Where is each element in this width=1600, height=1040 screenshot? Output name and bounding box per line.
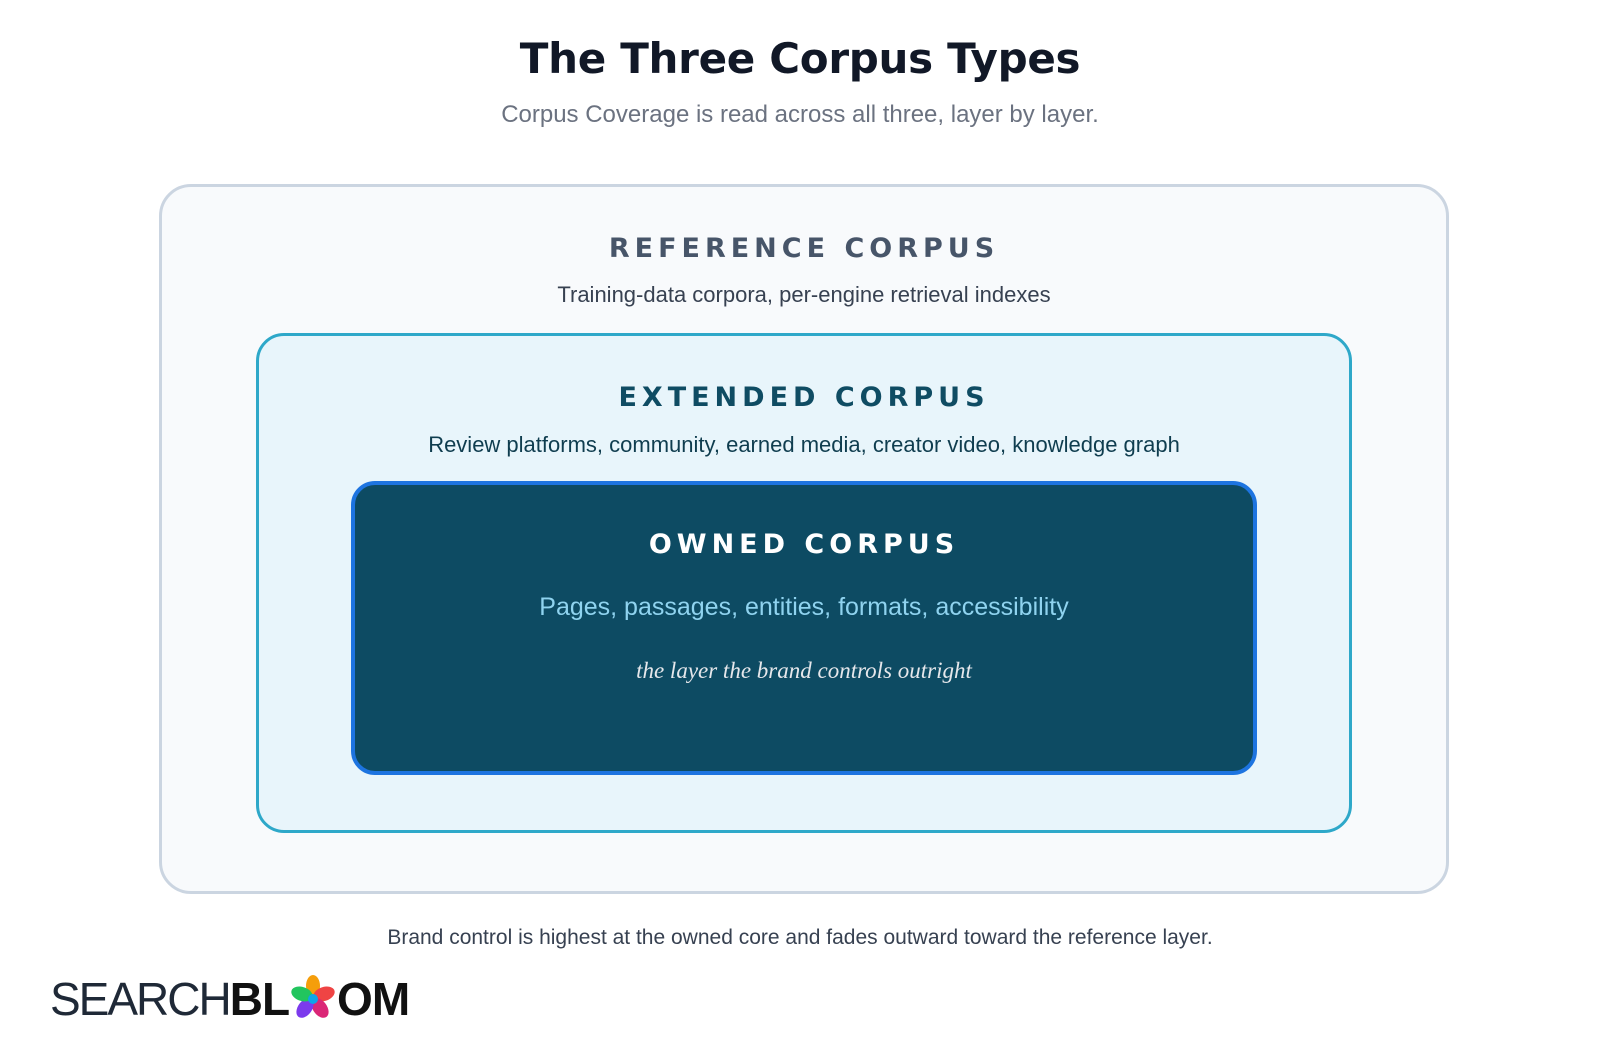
page-subtitle: Corpus Coverage is read across all three…: [501, 101, 1099, 128]
logo-text-om: OM: [337, 973, 410, 1025]
reference-corpus-description: Training-data corpora, per-engine retrie…: [557, 282, 1051, 307]
page-title: The Three Corpus Types: [519, 34, 1081, 83]
searchbloom-logo: SEARCH BL OM: [50, 973, 410, 1025]
logo-text-search: SEARCH: [50, 973, 232, 1025]
extended-corpus-description: Review platforms, community, earned medi…: [428, 432, 1180, 457]
reference-corpus-title: REFERENCE CORPUS: [608, 233, 1000, 264]
extended-corpus-title: EXTENDED CORPUS: [618, 382, 990, 413]
diagram-caption: Brand control is highest at the owned co…: [387, 926, 1213, 949]
owned-corpus-note: the layer the brand controls outright: [636, 658, 972, 683]
owned-corpus-description: Pages, passages, entities, formats, acce…: [539, 593, 1069, 621]
owned-corpus-layer: OWNED CORPUS Pages, passages, entities, …: [351, 481, 1257, 775]
owned-corpus-title: OWNED CORPUS: [648, 529, 960, 560]
flower-icon: [291, 975, 335, 1018]
logo-text-bl: BL: [229, 973, 290, 1025]
